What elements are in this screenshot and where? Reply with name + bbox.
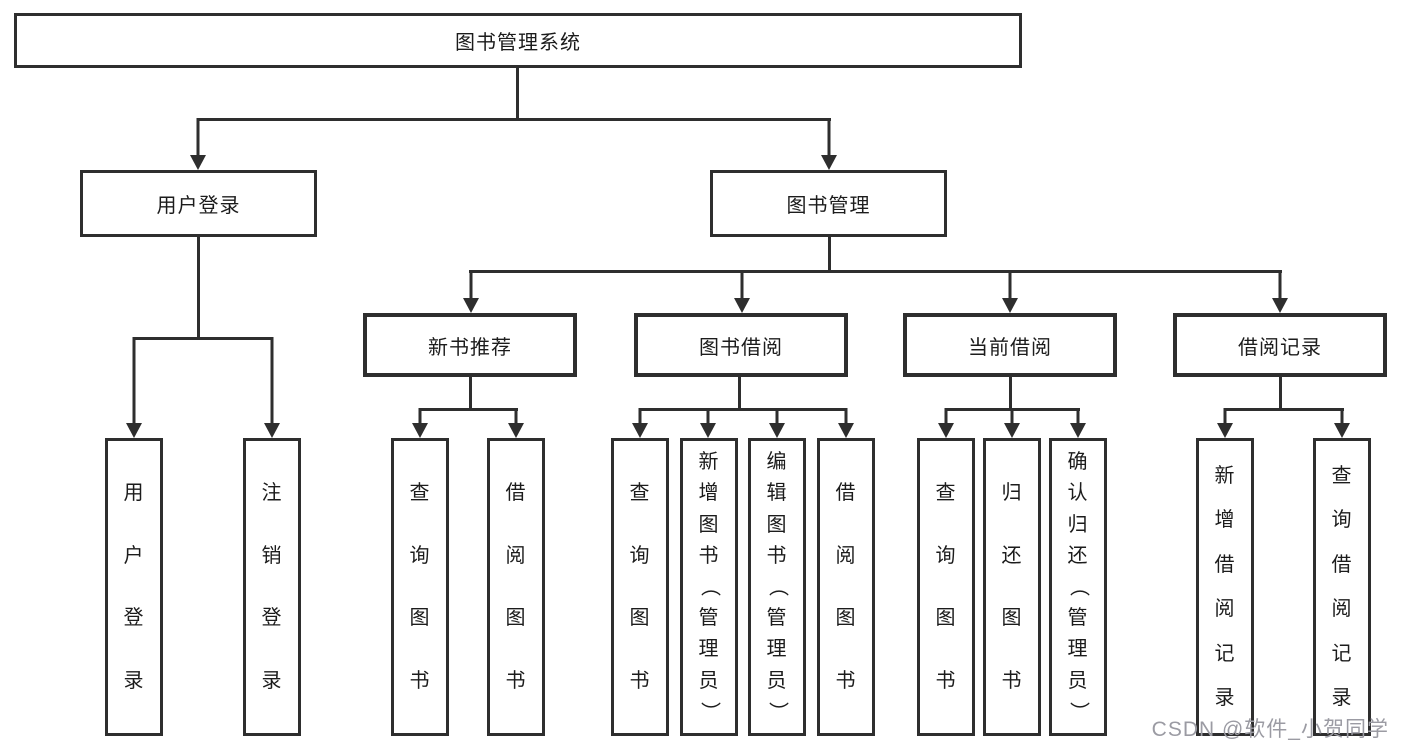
node-new-book-recommend-label: 新书推荐 [428,336,512,359]
node-book-borrow-label: 图书借阅 [699,336,783,359]
arrow-bookborrow-leaf3 [769,408,785,438]
leaf-add-borrow-record-label: 新增借阅记录 [1214,464,1236,710]
leaf-borrow-books-recommend: 借阅图书 [487,438,545,736]
leaf-query-borrow-record-label: 查询借阅记录 [1331,464,1353,710]
leaf-confirm-return-admin-label: 确认归还（管理员） [1067,451,1089,723]
node-user-login: 用户登录 [80,170,317,237]
leaf-borrow-books-recommend-label: 借阅图书 [505,482,527,692]
leaf-query-books-borrow: 查询图书 [611,438,669,736]
arrow-currentborrow-leaf2 [1004,408,1020,438]
node-new-book-recommend: 新书推荐 [363,313,577,377]
arrow-to-new-book [463,270,479,313]
leaf-query-books-recommend-label: 查询图书 [409,482,431,692]
leaf-logout: 注销登录 [243,438,301,736]
arrow-borrowrecords-leaf2 [1334,408,1350,438]
leaf-query-books-borrow-label: 查询图书 [629,482,651,692]
arrow-borrowrecords-leaf1 [1217,408,1233,438]
connector-bookborrow-stem [738,377,741,408]
node-current-borrow: 当前借阅 [903,313,1117,377]
arrow-to-borrow-records [1272,270,1288,313]
connector-bookmgmt-bus [469,270,1282,273]
arrow-bookborrow-leaf2 [700,408,716,438]
node-root: 图书管理系统 [14,13,1022,68]
node-current-borrow-label: 当前借阅 [968,336,1052,359]
node-book-borrow: 图书借阅 [634,313,848,377]
leaf-add-books-admin: 新增图书（管理员） [680,438,738,736]
leaf-user-login: 用户登录 [105,438,163,736]
node-borrow-records: 借阅记录 [1173,313,1387,377]
connector-root-bus [197,118,831,121]
connector-borrowrecords-bus [1224,408,1344,411]
leaf-edit-books-admin-label: 编辑图书（管理员） [766,451,788,723]
connector-userlogin-bus [133,337,273,340]
leaf-query-books-current: 查询图书 [917,438,975,736]
arrow-to-leaf-login [126,337,142,438]
arrow-bookborrow-leaf1 [632,408,648,438]
connector-newbook-bus [419,408,518,411]
connector-borrowrecords-stem [1279,377,1282,408]
connector-root-stem [516,68,519,118]
connector-bookborrow-bus [639,408,847,411]
connector-bookmgmt-stem [828,237,831,273]
node-book-mgmt-label: 图书管理 [786,195,871,217]
leaf-borrow-books-label: 借阅图书 [835,482,857,692]
leaf-return-books: 归还图书 [983,438,1041,736]
leaf-edit-books-admin: 编辑图书（管理员） [748,438,806,736]
arrow-newbook-leaf2 [508,408,524,438]
arrow-to-leaf-logout [264,337,280,438]
leaf-add-books-admin-label: 新增图书（管理员） [698,451,720,723]
leaf-confirm-return-admin: 确认归还（管理员） [1049,438,1107,736]
leaf-query-books-recommend: 查询图书 [391,438,449,736]
arrow-to-book-borrow [734,270,750,313]
connector-newbook-stem [469,377,472,408]
arrow-currentborrow-leaf3 [1070,408,1086,438]
leaf-return-books-label: 归还图书 [1001,482,1023,692]
node-user-login-label: 用户登录 [156,195,241,217]
leaf-user-login-label: 用户登录 [123,482,145,692]
arrow-bookborrow-leaf4 [838,408,854,438]
arrow-to-book-mgmt [821,118,837,170]
leaf-query-borrow-record: 查询借阅记录 [1313,438,1371,736]
leaf-logout-label: 注销登录 [261,482,283,692]
arrow-newbook-leaf1 [412,408,428,438]
leaf-query-books-current-label: 查询图书 [935,482,957,692]
connector-userlogin-stem [197,237,200,337]
node-borrow-records-label: 借阅记录 [1238,336,1322,359]
connector-currentborrow-stem [1009,377,1012,408]
leaf-borrow-books: 借阅图书 [817,438,875,736]
node-root-label: 图书管理系统 [455,32,581,54]
csdn-watermark: CSDN @软件_小贺同学 [1151,718,1389,741]
arrow-currentborrow-leaf1 [938,408,954,438]
leaf-add-borrow-record: 新增借阅记录 [1196,438,1254,736]
arrow-to-current-borrow [1002,270,1018,313]
arrow-to-user-login [190,118,206,170]
node-book-mgmt: 图书管理 [710,170,947,237]
